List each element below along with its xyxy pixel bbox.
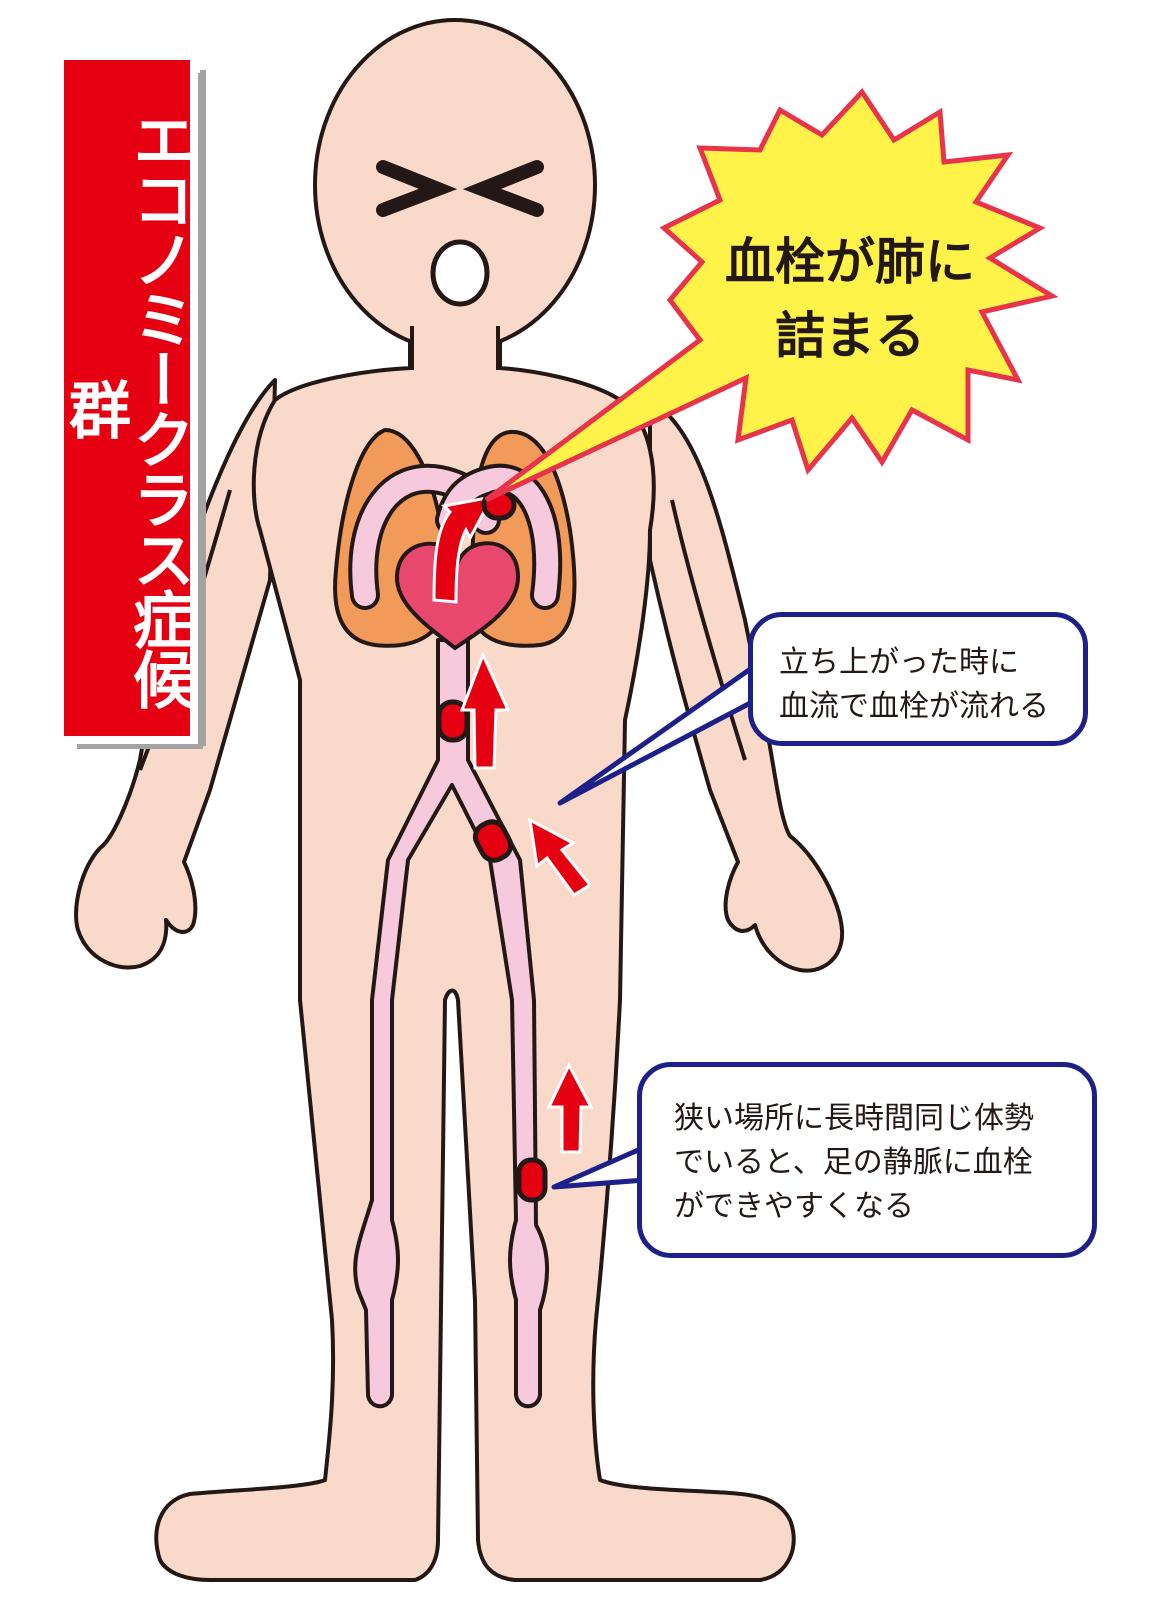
right-armpit-line <box>670 499 747 761</box>
page-title: エコノミークラス症候群 <box>58 108 195 708</box>
starburst-line-1: 血栓が肺に <box>725 233 975 291</box>
title-banner: エコノミークラス症候群 <box>58 60 206 746</box>
clot-thigh-icon <box>472 819 514 863</box>
calf-arrow-icon <box>546 1061 594 1154</box>
callout-1-line-1: 立ち上がった時に <box>779 645 1019 680</box>
flow-arrows <box>459 651 594 1154</box>
callout-2-line-2: でいると、足の静脈に血栓 <box>674 1145 1033 1180</box>
callout-1-line-2: 血流で血栓が流れる <box>779 689 1049 724</box>
thigh-arrow-icon <box>528 817 593 898</box>
callout-2-line-3: ができやすくなる <box>674 1189 914 1224</box>
starburst-line-2: 詰まる <box>775 307 925 365</box>
clot-calf-icon <box>516 1157 548 1203</box>
mouth-icon <box>430 239 490 307</box>
callout-leg-clot: 狭い場所に長時間同じ体勢 でいると、足の静脈に血栓 ができやすくなる <box>637 1062 1097 1258</box>
left-eye-icon <box>376 160 458 217</box>
trunk-arrow-icon <box>459 651 511 770</box>
callout-2-line-1: 狭い場所に長時間同じ体勢 <box>674 1101 1034 1136</box>
callout-standing-up: 立ち上がった時に 血流で血栓が流れる <box>748 612 1088 746</box>
starburst-callout <box>484 87 1059 503</box>
face <box>376 160 544 307</box>
starburst-text: 血栓が肺に 詰まる <box>700 225 1000 373</box>
right-eye-icon <box>462 160 544 217</box>
torso-and-legs <box>154 333 796 1582</box>
